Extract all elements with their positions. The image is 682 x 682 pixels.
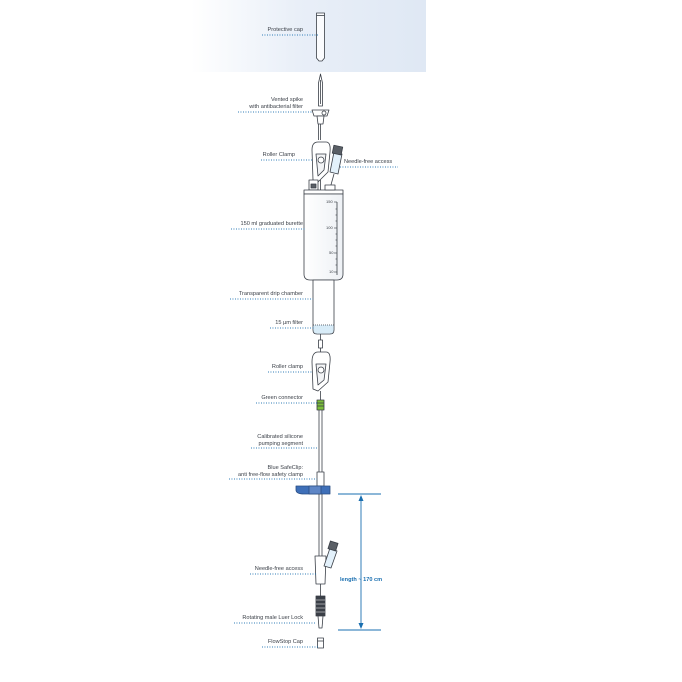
- label-silicone-line1: Calibrated silicone: [257, 434, 303, 440]
- label-silicone-line2: pumping segment: [258, 441, 303, 447]
- graduated-burette: [303, 193, 344, 281]
- blue-safeclip: [295, 485, 331, 495]
- needle-free-access-top: [328, 144, 344, 193]
- vented-spike: [311, 73, 330, 140]
- label-green-connector: Green connector: [261, 395, 303, 401]
- burette-scale-10: 10: [329, 269, 334, 274]
- burette-scale-50: 50: [329, 250, 334, 255]
- green-connector-part: [316, 399, 325, 411]
- label-safeclip-line1: Blue SafeClip:: [267, 465, 303, 471]
- roller-clamp-bottom: [311, 351, 331, 392]
- flowstop-cap-part: [317, 637, 324, 649]
- protective-cap: [316, 12, 325, 62]
- label-vented-spike-line1: Vented spike: [270, 97, 303, 103]
- label-needle-free-access-top: Needle-free access: [344, 159, 393, 165]
- cap-background-panel: [191, 0, 426, 72]
- needle-free-access-bottom: [314, 540, 339, 596]
- label-filter: 15 µm filter: [275, 320, 303, 326]
- label-burette: 150 ml graduated burette: [240, 221, 303, 227]
- roller-clamp-top: [311, 141, 331, 192]
- label-safeclip-line2: anti free-flow safety clamp: [238, 472, 303, 478]
- drip-chamber: [312, 279, 335, 335]
- label-drip-chamber: Transparent drip chamber: [238, 291, 303, 297]
- burette-top: [303, 179, 344, 195]
- label-length: length ~ 170 cm: [340, 577, 383, 583]
- label-roller-clamp-bottom: Roller clamp: [271, 364, 303, 370]
- label-vented-spike-line2: with antibacterial filter: [249, 104, 303, 110]
- label-protective-cap: Protective cap: [267, 27, 303, 33]
- label-flowstop-cap: FlowStop Cap: [267, 639, 303, 645]
- label-luer-lock: Rotating male Luer Lock: [242, 615, 303, 621]
- leader-lines: [229, 34, 398, 648]
- luer-lock-part: [315, 595, 326, 629]
- length-dimension: [338, 493, 381, 631]
- silicone-segment: [316, 410, 325, 487]
- burette-scale-100: 100: [326, 225, 333, 230]
- label-needle-free-access-bottom: Needle-free access: [254, 566, 303, 572]
- burette-scale-150: 150: [326, 199, 333, 204]
- label-roller-clamp-top: Roller Clamp: [262, 152, 295, 158]
